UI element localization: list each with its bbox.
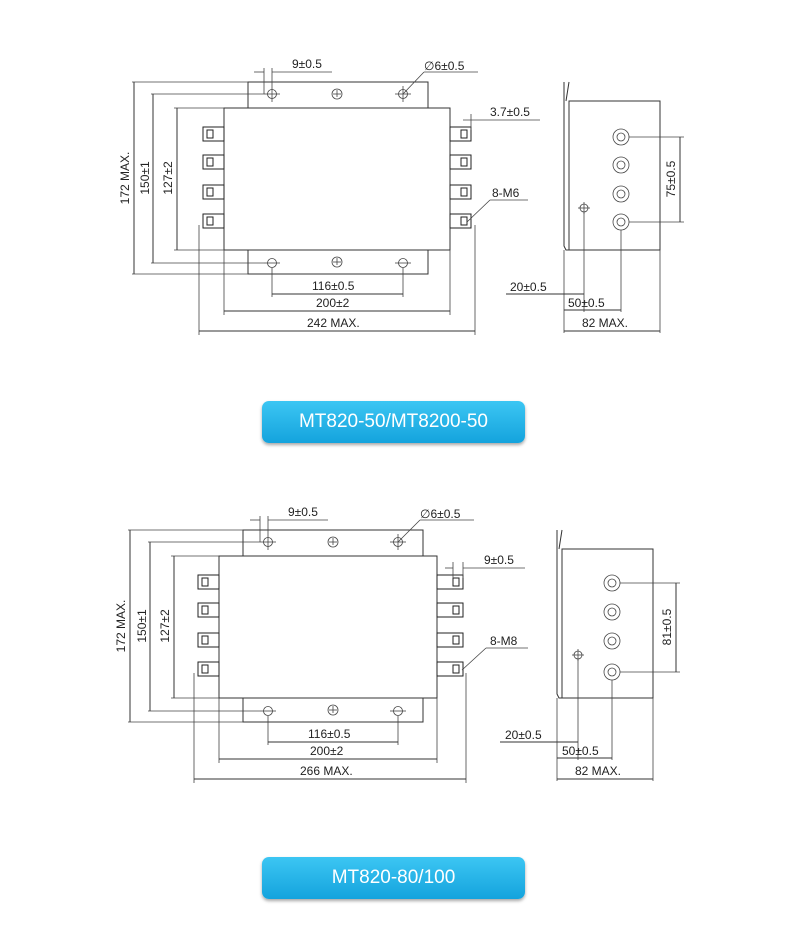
dim-terminal-thread: 8-M6 (492, 186, 520, 200)
dim-hole-diameter: ∅6±0.5 (424, 59, 465, 73)
dim-hole-diameter: ∅6±0.5 (420, 507, 461, 521)
dim-terminal-pitch: 81±0.5 (660, 608, 674, 645)
dim-body-width: 200±2 (310, 744, 344, 758)
drawing-mt820-50: 9±0.5 ∅6±0.5 3.7±0.5 8-M6 172 MAX. 150±1… (0, 0, 800, 460)
dim-side-terminal-offset: 50±0.5 (562, 744, 599, 758)
dim-mount-height: 150±1 (138, 161, 152, 195)
dim-overall-width: 242 MAX. (307, 316, 360, 330)
mounting-holes (264, 86, 411, 268)
dim-hole-spacing: 116±0.5 (312, 279, 355, 293)
dim-hole-spacing: 116±0.5 (308, 727, 351, 741)
dim-body-height: 127±2 (158, 609, 172, 643)
dimension-drawing-2: 9±0.5 ∅6±0.5 9±0.5 8-M8 172 MAX. 150±1 1… (114, 505, 680, 783)
drawing-mt820-80-100: 9±0.5 ∅6±0.5 9±0.5 8-M8 172 MAX. 150±1 1… (0, 448, 800, 793)
left-terminals (197, 574, 220, 677)
dim-side-ground: 20±0.5 (510, 280, 547, 294)
ground-symbol-icon (331, 88, 343, 268)
right-terminals (436, 574, 464, 677)
dim-terminal-offset: 9±0.5 (484, 553, 514, 567)
filter-body (223, 107, 451, 251)
side-view (556, 529, 654, 699)
dim-terminal-thread: 8-M8 (490, 634, 518, 648)
mounting-holes (260, 534, 406, 716)
dim-body-width: 200±2 (316, 296, 350, 310)
model-label-mt820-50: MT820-50/MT8200-50 (262, 401, 525, 443)
dim-side-depth: 82 MAX. (575, 764, 621, 778)
dim-side-depth: 82 MAX. (582, 316, 628, 330)
ground-symbol-icon (327, 536, 339, 716)
dim-mount-height: 150±1 (135, 609, 149, 643)
left-terminals (202, 126, 225, 229)
dim-terminal-offset: 3.7±0.5 (490, 105, 530, 119)
dim-side-terminal-offset: 50±0.5 (568, 296, 605, 310)
dim-overall-height: 172 MAX. (114, 600, 128, 653)
model-label-mt820-80-100: MT820-80/100 (262, 857, 525, 899)
filter-body (218, 555, 438, 699)
dim-mount-hole-offset: 9±0.5 (292, 57, 322, 71)
right-terminals (449, 126, 472, 229)
dim-mount-hole-offset: 9±0.5 (288, 505, 318, 519)
dim-body-height: 127±2 (161, 161, 175, 195)
side-view (563, 81, 661, 251)
dim-overall-height: 172 MAX. (118, 152, 132, 205)
dim-terminal-pitch: 75±0.5 (664, 160, 678, 197)
dim-side-ground: 20±0.5 (505, 728, 542, 742)
dimension-drawing-1: 9±0.5 ∅6±0.5 3.7±0.5 8-M6 172 MAX. 150±1… (118, 57, 684, 335)
dim-overall-width: 266 MAX. (300, 764, 353, 778)
